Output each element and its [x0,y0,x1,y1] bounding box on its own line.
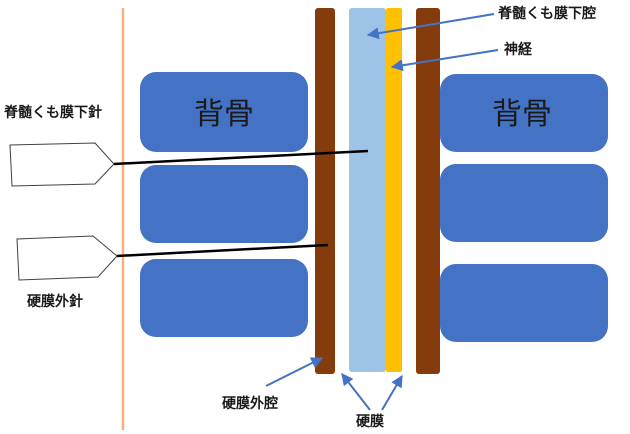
epidural-needle-shaft [116,243,329,258]
vertebra-left-1 [140,72,308,152]
ligament-left [315,8,335,374]
bone-label-right: 背骨 [492,97,552,132]
arrow-nerve [390,49,499,72]
arrow-dura-right [381,374,403,411]
vertebra-right-2 [440,164,608,242]
label-dura: 硬膜 [356,413,384,430]
arrow-epidural-space [265,357,324,387]
label-epidural-needle: 硬膜外針 [27,293,83,310]
label-subarachnoid-space: 脊髄くも膜下腔 [497,5,596,22]
vertebra-right-1 [440,74,608,152]
arrow-subarachnoid-space [366,13,495,40]
label-spinal-needle: 脊髄くも膜下針 [3,104,102,121]
spinal-needle-hub [9,142,115,187]
nerve-column [386,8,402,372]
vertebra-left-2 [140,165,308,243]
label-nerve: 神経 [504,41,533,58]
spinal-needle-shaft [113,149,369,166]
arrow-dura-left [341,373,371,411]
bone-label-left: 背骨 [194,97,254,132]
epidural-needle-hub [16,235,118,281]
ligament-right [416,8,440,374]
subarachnoid-space-column [349,8,386,372]
vertebra-right-3 [440,264,608,342]
label-epidural-space: 硬膜外腔 [222,395,278,412]
vertebra-left-3 [140,259,308,337]
